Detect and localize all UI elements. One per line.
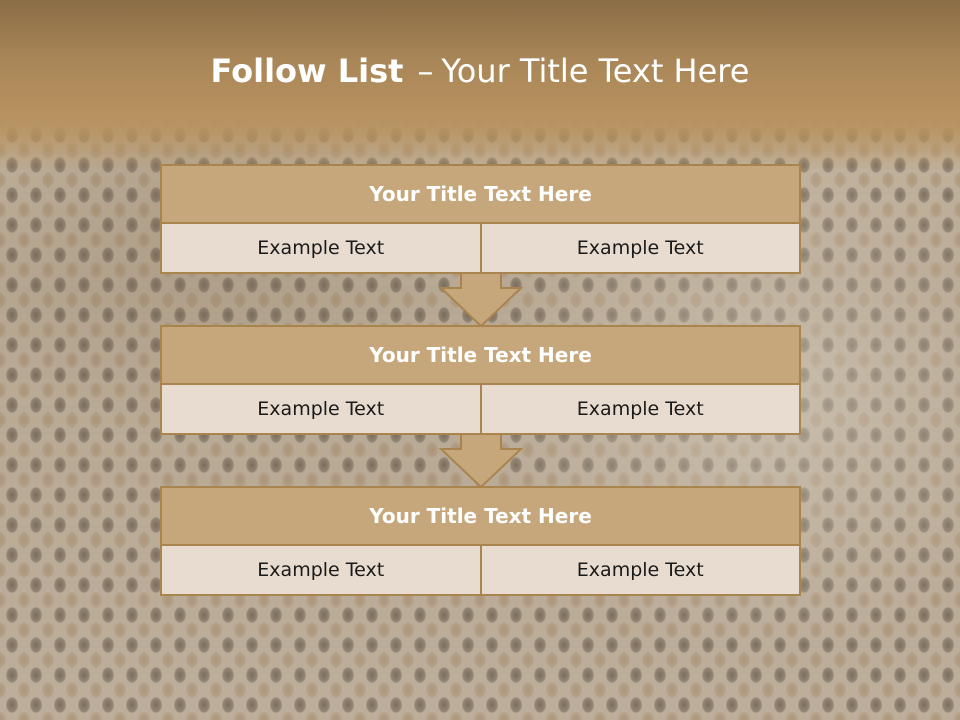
slide-title-dash: –: [417, 52, 434, 90]
step-block-2: Your Title Text Here Example Text Exampl…: [160, 325, 801, 435]
step-block-cell-left: Example Text: [162, 224, 480, 272]
down-arrow-icon: [438, 431, 524, 489]
step-block-title: Your Title Text Here: [162, 166, 799, 224]
step-block-cell-left: Example Text: [162, 546, 480, 594]
slide-title: Follow List–Your Title Text Here: [0, 52, 960, 90]
step-block-cell-right: Example Text: [479, 546, 799, 594]
step-block-cell-left: Example Text: [162, 385, 480, 433]
step-block-row: Example Text Example Text: [162, 385, 799, 433]
header-band: [0, 0, 960, 170]
down-arrow-icon: [438, 270, 524, 328]
step-block-row: Example Text Example Text: [162, 224, 799, 272]
slide-title-bold: Follow List: [210, 52, 404, 90]
slide-title-rest: Your Title Text Here: [441, 52, 750, 90]
step-block-row: Example Text Example Text: [162, 546, 799, 594]
step-block-1: Your Title Text Here Example Text Exampl…: [160, 164, 801, 274]
step-block-cell-right: Example Text: [479, 224, 799, 272]
step-block-title: Your Title Text Here: [162, 327, 799, 385]
step-block-3: Your Title Text Here Example Text Exampl…: [160, 486, 801, 596]
step-block-cell-right: Example Text: [479, 385, 799, 433]
step-block-title: Your Title Text Here: [162, 488, 799, 546]
